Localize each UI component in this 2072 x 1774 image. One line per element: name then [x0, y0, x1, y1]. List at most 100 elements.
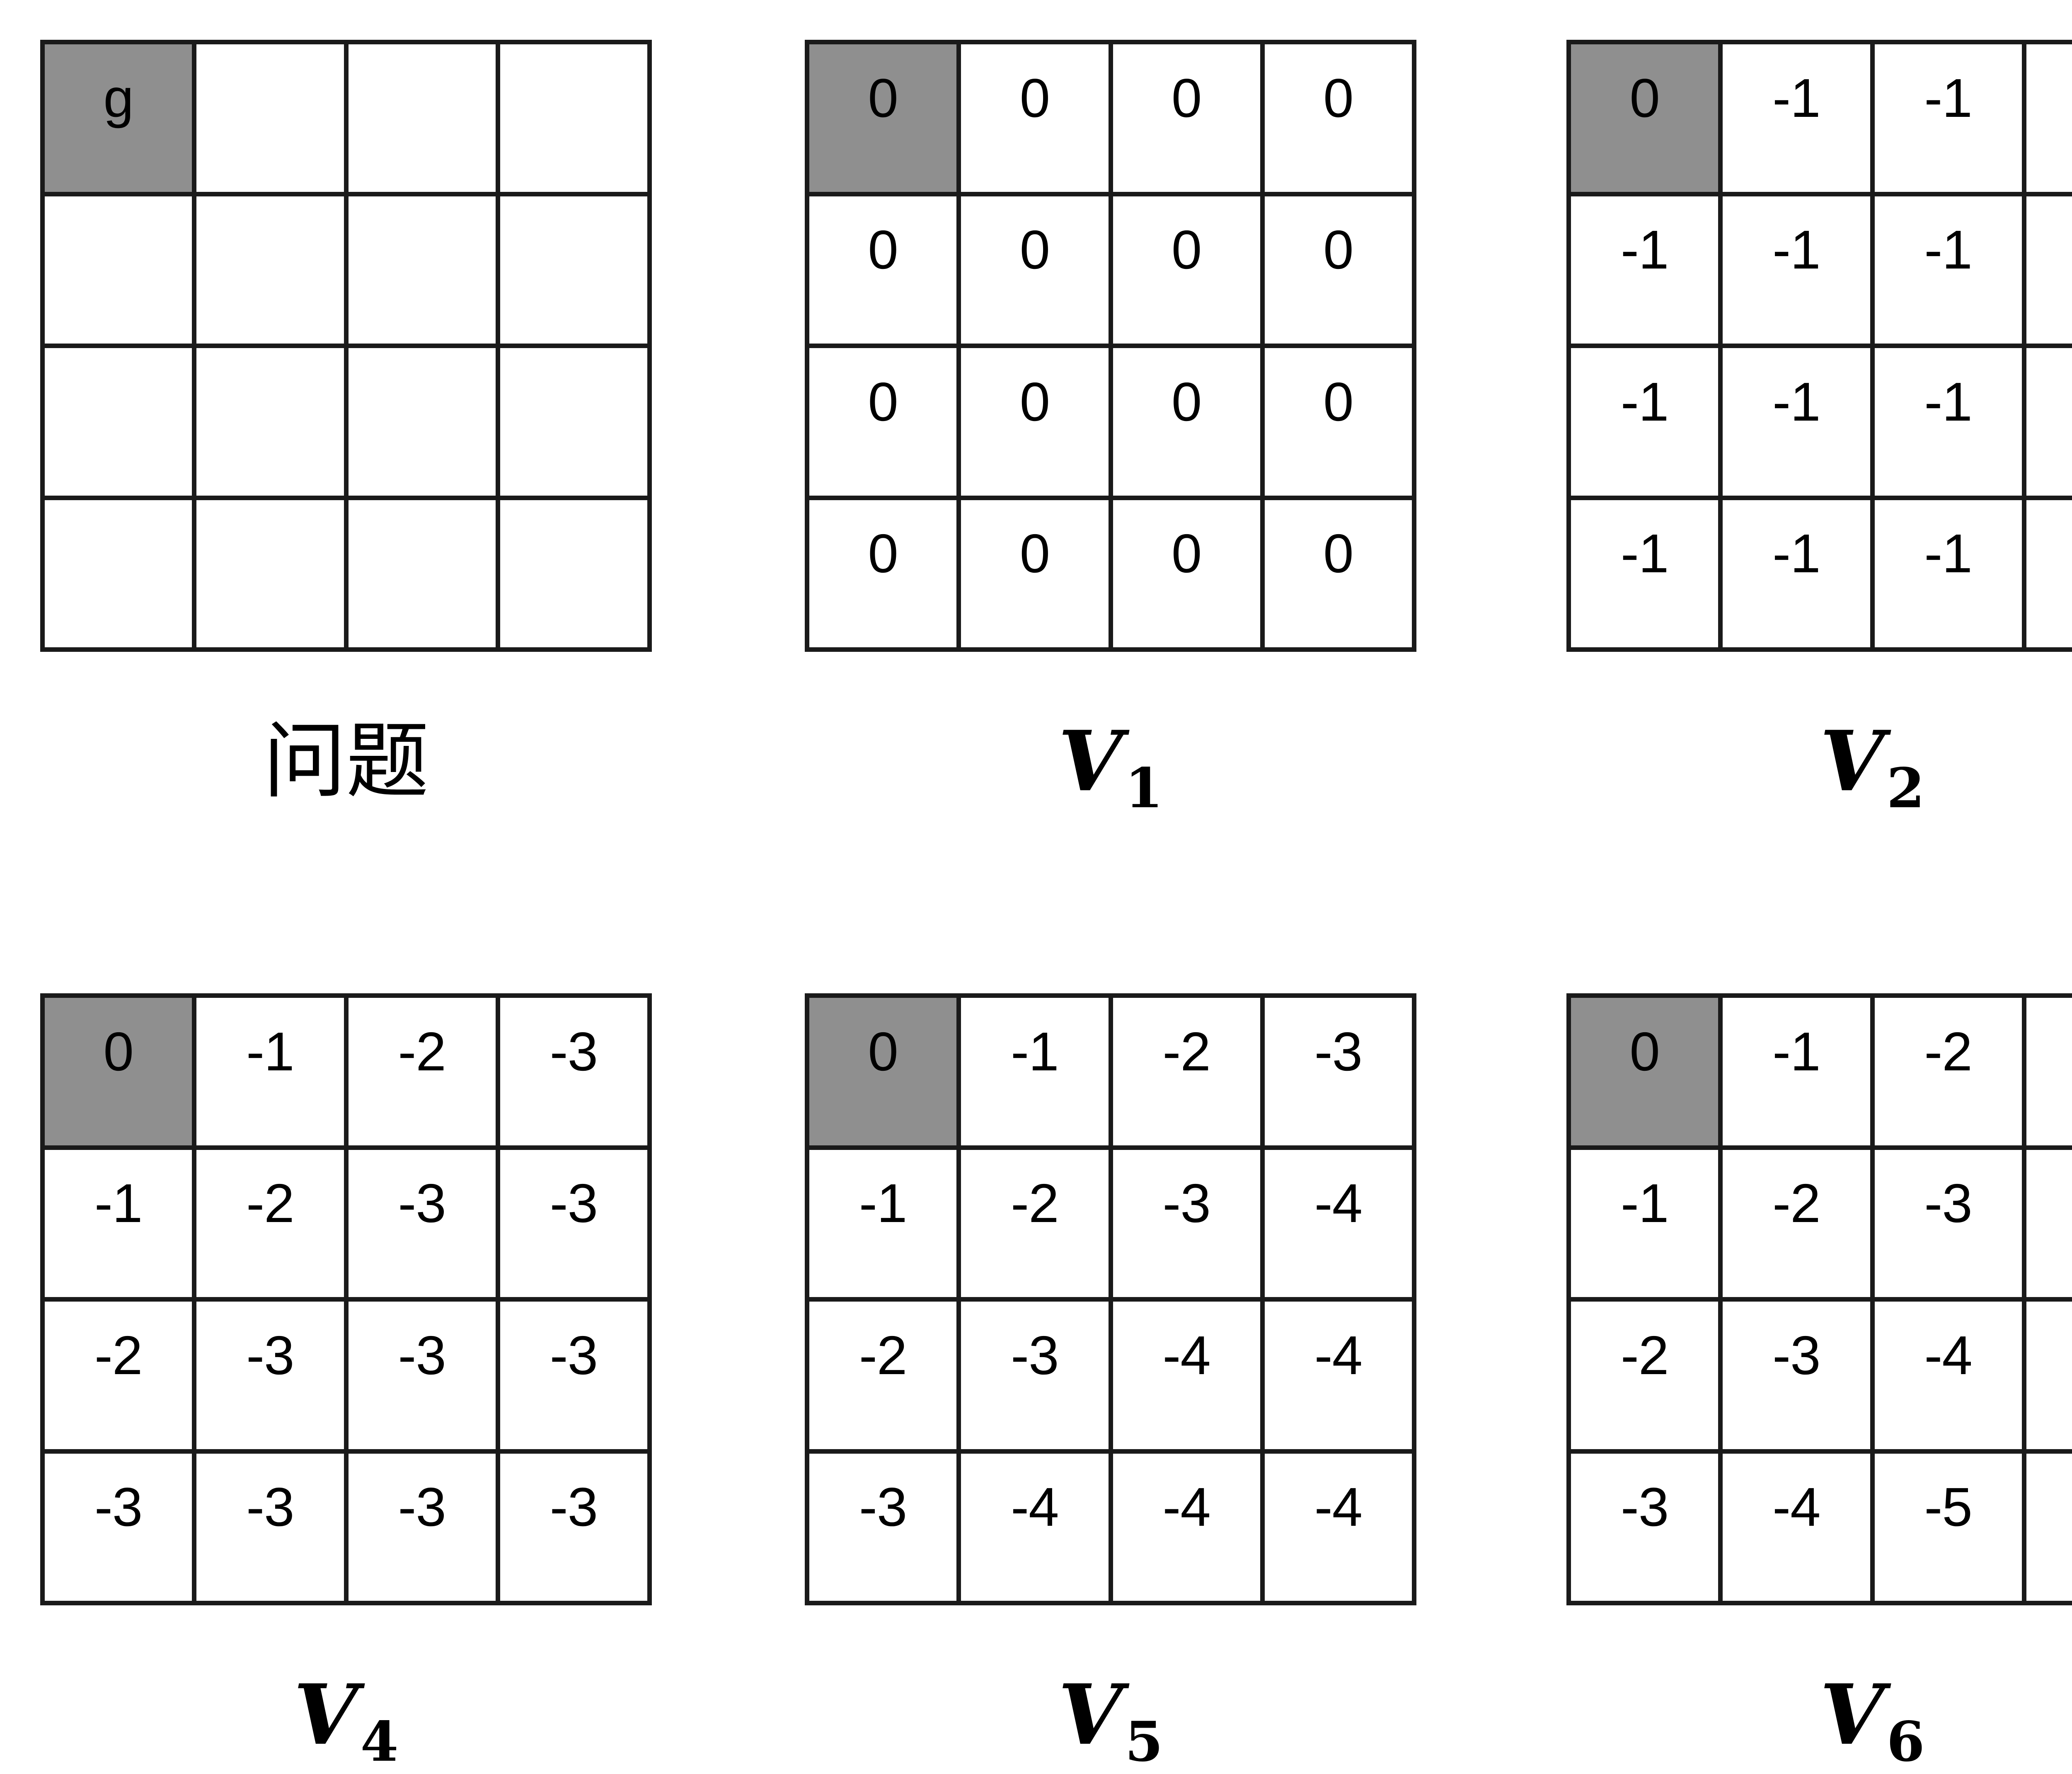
- grid-cell-r3-c0[interactable]: -3: [809, 1453, 961, 1605]
- grid-cell-r3-c3[interactable]: -1: [2026, 500, 2072, 652]
- grid-cell-r3-c1[interactable]: [196, 500, 349, 652]
- grid-cell-r2-c0[interactable]: [45, 348, 197, 500]
- grid-cell-r3-c0[interactable]: -3: [45, 1453, 197, 1605]
- grid-cell-r2-c0[interactable]: -2: [1571, 1302, 1723, 1454]
- grid-cell-r2-c2[interactable]: -1: [1874, 348, 2026, 500]
- grid-cell-r2-c1[interactable]: 0: [961, 348, 1113, 500]
- panel-caption-v2: V2: [1566, 720, 2072, 816]
- grid-cell-r3-c0[interactable]: -1: [1571, 500, 1723, 652]
- grid-cell-r1-c3[interactable]: 0: [1264, 196, 1416, 348]
- grid-cell-r3-c3[interactable]: -3: [500, 1453, 652, 1605]
- grid-cell-r1-c3[interactable]: -4: [1264, 1150, 1416, 1302]
- grid-cell-r0-c3[interactable]: -3: [1264, 998, 1416, 1150]
- grid-cell-r2-c1[interactable]: [196, 348, 349, 500]
- grid-cell-r2-c3[interactable]: -1: [2026, 348, 2072, 500]
- grid-cell-r3-c2[interactable]: 0: [1113, 500, 1265, 652]
- grid-cell-r0-c1[interactable]: 0: [961, 44, 1113, 196]
- grid-cell-r1-c1[interactable]: -2: [961, 1150, 1113, 1302]
- grid-cell-r0-c2[interactable]: -1: [1874, 44, 2026, 196]
- grid-cell-r2-c2[interactable]: -4: [1874, 1302, 2026, 1454]
- grid-cell-r1-c0[interactable]: -1: [45, 1150, 197, 1302]
- grid-cell-r1-c1[interactable]: -2: [1723, 1150, 1875, 1302]
- grid-cell-r2-c1[interactable]: -3: [961, 1302, 1113, 1454]
- grid-cell-r0-c1[interactable]: -1: [961, 998, 1113, 1150]
- grid-cell-r1-c2[interactable]: -1: [1874, 196, 2026, 348]
- grid-cell-r3-c1[interactable]: 0: [961, 500, 1113, 652]
- grid-cell-r3-c2[interactable]: -5: [1874, 1453, 2026, 1605]
- grid-cell-r0-c2[interactable]: 0: [1113, 44, 1265, 196]
- grid-cell-r3-c3[interactable]: -4: [1264, 1453, 1416, 1605]
- goal-cell-r0-c0[interactable]: 0: [809, 998, 961, 1150]
- grid-cell-r2-c3[interactable]: 0: [1264, 348, 1416, 500]
- grid-cell-r1-c3[interactable]: [500, 196, 652, 348]
- grid-cell-r1-c0[interactable]: -1: [809, 1150, 961, 1302]
- grid-cell-r2-c2[interactable]: -4: [1113, 1302, 1265, 1454]
- grid-cell-r1-c1[interactable]: 0: [961, 196, 1113, 348]
- grid-cell-r1-c1[interactable]: -1: [1723, 196, 1875, 348]
- grid-cell-r3-c0[interactable]: [45, 500, 197, 652]
- grid-cell-r2-c0[interactable]: 0: [809, 348, 961, 500]
- grid-cell-r0-c3[interactable]: 0: [1264, 44, 1416, 196]
- grid-cell-r3-c1[interactable]: -4: [961, 1453, 1113, 1605]
- grid-cell-r1-c0[interactable]: 0: [809, 196, 961, 348]
- grid-cell-r3-c0[interactable]: -3: [1571, 1453, 1723, 1605]
- grid-cell-r0-c2[interactable]: [348, 44, 500, 196]
- grid-cell-r1-c2[interactable]: -3: [348, 1150, 500, 1302]
- grid-cell-r2-c3[interactable]: -5: [2026, 1302, 2072, 1454]
- goal-cell-r0-c0[interactable]: 0: [1571, 998, 1723, 1150]
- grid-cell-r2-c3[interactable]: -4: [1264, 1302, 1416, 1454]
- goal-cell-r0-c0[interactable]: g: [45, 44, 197, 196]
- grid-cell-r1-c2[interactable]: -3: [1113, 1150, 1265, 1302]
- grid-cell-r1-c0[interactable]: [45, 196, 197, 348]
- grid-cell-r3-c1[interactable]: -4: [1723, 1453, 1875, 1605]
- grid-cell-r0-c1[interactable]: [196, 44, 349, 196]
- grid-cell-r2-c1[interactable]: -3: [1723, 1302, 1875, 1454]
- grid-cell-r0-c1[interactable]: -1: [196, 998, 349, 1150]
- grid-cell-r1-c2[interactable]: -3: [1874, 1150, 2026, 1302]
- grid-cell-r1-c3[interactable]: -1: [2026, 196, 2072, 348]
- grid-cell-r3-c2[interactable]: -4: [1113, 1453, 1265, 1605]
- grid-cell-r0-c3[interactable]: -3: [500, 998, 652, 1150]
- caption-subscript: 6: [1886, 1710, 1925, 1774]
- goal-cell-r0-c0[interactable]: 0: [45, 998, 197, 1150]
- grid-cell-r0-c2[interactable]: -2: [1874, 998, 2026, 1150]
- grid-cell-r3-c2[interactable]: -1: [1874, 500, 2026, 652]
- grid-cell-r0-c1[interactable]: -1: [1723, 44, 1875, 196]
- grid-cell-r3-c0[interactable]: 0: [809, 500, 961, 652]
- grid-cell-r1-c2[interactable]: 0: [1113, 196, 1265, 348]
- grid-cell-r1-c1[interactable]: [196, 196, 349, 348]
- grid-cell-r1-c1[interactable]: -2: [196, 1150, 349, 1302]
- grid-cell-r2-c2[interactable]: [348, 348, 500, 500]
- grid-cell-r3-c1[interactable]: -1: [1723, 500, 1875, 652]
- grid-cell-r1-c0[interactable]: -1: [1571, 196, 1723, 348]
- grid-cell-r3-c2[interactable]: [348, 500, 500, 652]
- panel-caption-v5: V5: [805, 1674, 1416, 1769]
- grid-cell-r2-c3[interactable]: [500, 348, 652, 500]
- grid-cell-r0-c2[interactable]: -2: [348, 998, 500, 1150]
- grid-cell-r0-c1[interactable]: -1: [1723, 998, 1875, 1150]
- grid-cell-r2-c3[interactable]: -3: [500, 1302, 652, 1454]
- grid-cell-r0-c3[interactable]: -3: [2026, 998, 2072, 1150]
- grid-cell-r2-c0[interactable]: -2: [45, 1302, 197, 1454]
- grid-cell-r2-c1[interactable]: -1: [1723, 348, 1875, 500]
- grid-cell-r0-c2[interactable]: -2: [1113, 998, 1265, 1150]
- grid-cell-r1-c2[interactable]: [348, 196, 500, 348]
- grid-cell-r3-c1[interactable]: -3: [196, 1453, 349, 1605]
- grid-cell-r2-c0[interactable]: -1: [1571, 348, 1723, 500]
- goal-cell-r0-c0[interactable]: 0: [809, 44, 961, 196]
- panel-caption-v1: V1: [805, 720, 1416, 816]
- grid-cell-r1-c0[interactable]: -1: [1571, 1150, 1723, 1302]
- grid-cell-r0-c3[interactable]: -1: [2026, 44, 2072, 196]
- grid-cell-r3-c3[interactable]: 0: [1264, 500, 1416, 652]
- grid-cell-r2-c2[interactable]: 0: [1113, 348, 1265, 500]
- grid-cell-r3-c3[interactable]: -5: [2026, 1453, 2072, 1605]
- grid-cell-r2-c0[interactable]: -2: [809, 1302, 961, 1454]
- grid-cell-r3-c2[interactable]: -3: [348, 1453, 500, 1605]
- grid-cell-r2-c2[interactable]: -3: [348, 1302, 500, 1454]
- grid-cell-r0-c3[interactable]: [500, 44, 652, 196]
- grid-cell-r2-c1[interactable]: -3: [196, 1302, 349, 1454]
- grid-cell-r1-c3[interactable]: -4: [2026, 1150, 2072, 1302]
- grid-cell-r1-c3[interactable]: -3: [500, 1150, 652, 1302]
- grid-cell-r3-c3[interactable]: [500, 500, 652, 652]
- goal-cell-r0-c0[interactable]: 0: [1571, 44, 1723, 196]
